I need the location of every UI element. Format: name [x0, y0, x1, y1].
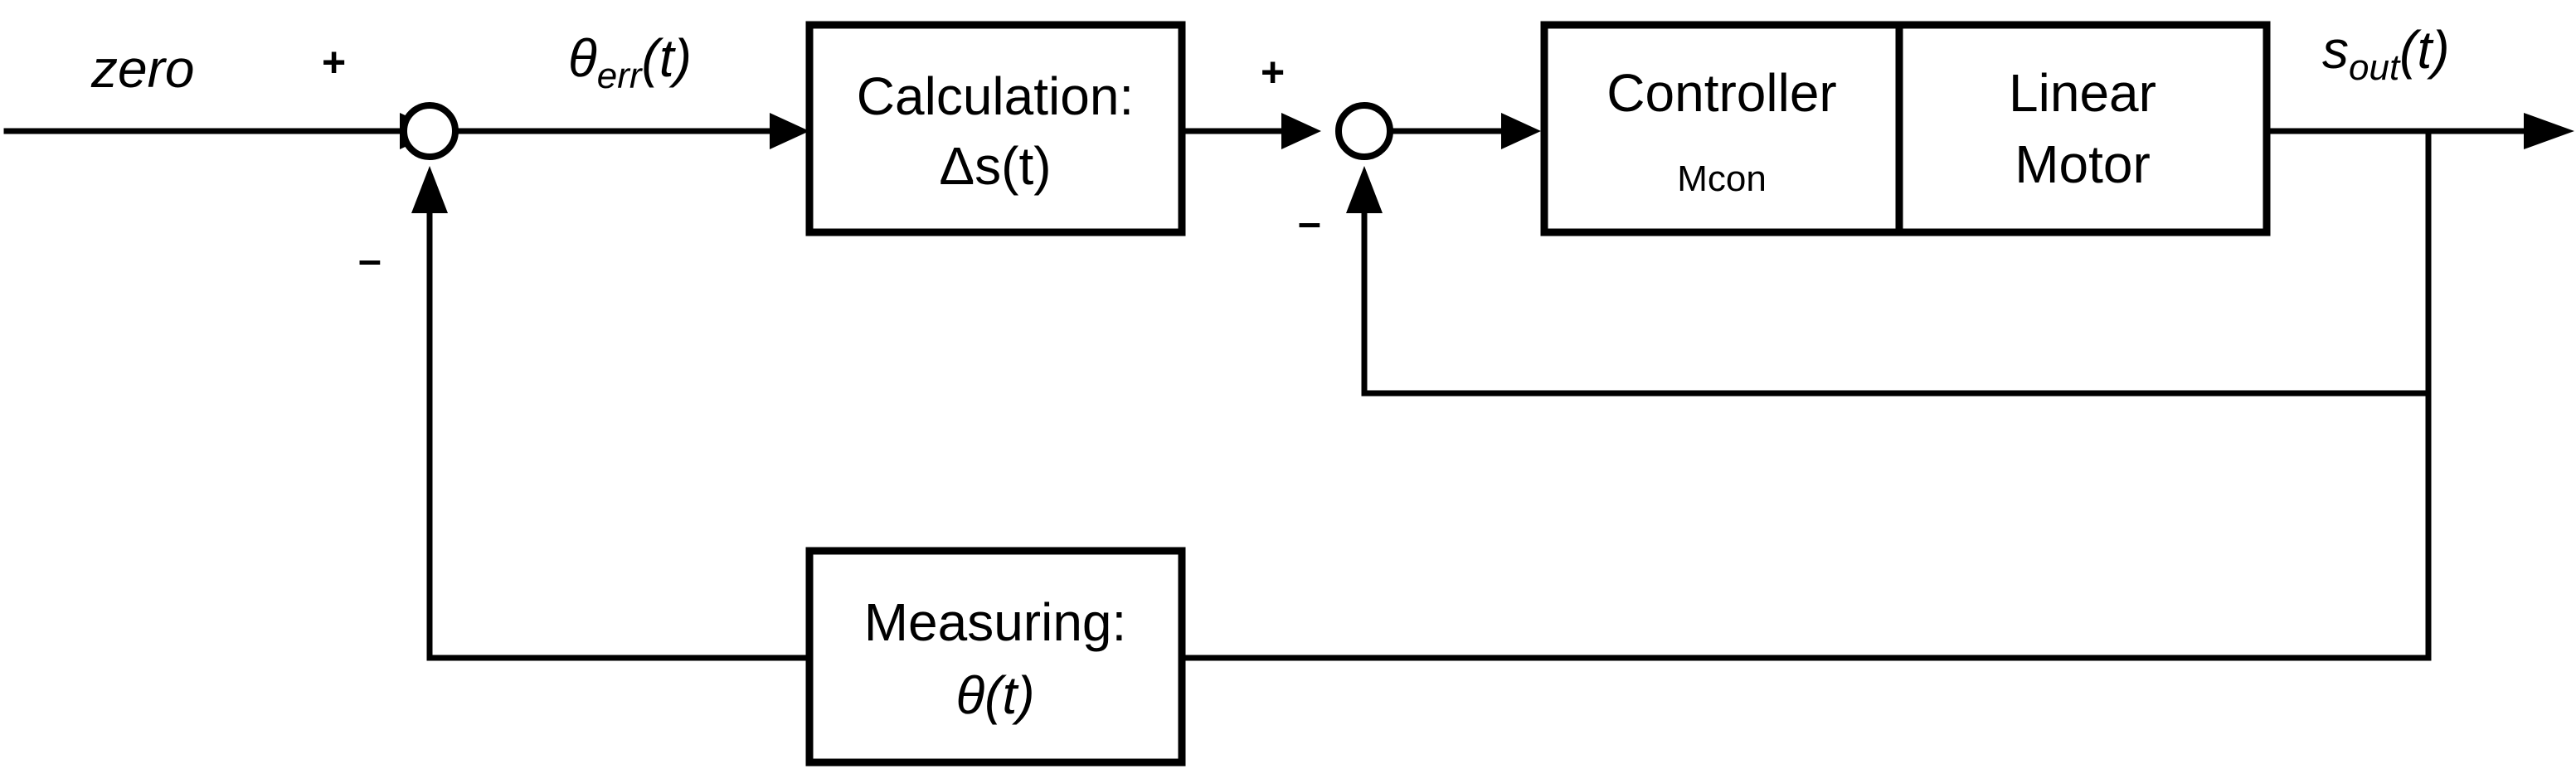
inner-feedback-arrowhead — [1346, 166, 1383, 213]
error-signal-symbol: θ — [568, 28, 597, 88]
calc-output-arrowhead — [1281, 113, 1321, 149]
error-signal-subscript: err — [597, 56, 644, 96]
output-signal-argument: (t) — [2399, 20, 2449, 80]
calculation-title: Calculation: — [857, 66, 1134, 126]
calculation-block — [805, 21, 1186, 236]
controller-block — [1540, 21, 1903, 236]
measuring-block — [805, 547, 1186, 767]
error-signal-label: θerr(t) — [568, 28, 692, 96]
inner-minus-sign: – — [1298, 199, 1321, 246]
controller-subtitle: Mcon — [1677, 158, 1767, 199]
inner-feedback-wire — [1361, 128, 2432, 397]
outer-summing-junction — [401, 102, 459, 160]
calculation-formula: Δs(t) — [939, 136, 1051, 196]
linear-motor-block — [1895, 21, 2271, 236]
error-signal-argument: (t) — [642, 28, 692, 88]
motor-title-line2: Motor — [2015, 134, 2151, 194]
outer-feedback-wire-left — [426, 208, 813, 661]
controller-title: Controller — [1606, 63, 1836, 123]
outer-minus-sign: – — [358, 236, 382, 283]
motor-title-line1: Linear — [2009, 63, 2156, 123]
output-signal-symbol: s — [2322, 20, 2349, 80]
measuring-title: Measuring: — [864, 592, 1127, 652]
inner-plus-sign: + — [1261, 49, 1285, 95]
outer-plus-sign: + — [322, 39, 346, 85]
output-signal-subscript: out — [2349, 47, 2401, 88]
error-arrowhead — [770, 113, 809, 149]
controller-input-arrowhead — [1501, 113, 1541, 149]
outer-feedback-arrowhead — [411, 166, 448, 213]
output-arrowhead — [2524, 113, 2574, 149]
output-signal-label: sout(t) — [2322, 20, 2450, 88]
outer-feedback-wire-right — [1179, 390, 2432, 661]
input-signal-label: zero — [90, 39, 195, 99]
inner-summing-junction — [1335, 102, 1393, 160]
measuring-formula: θ(t) — [955, 665, 1034, 725]
